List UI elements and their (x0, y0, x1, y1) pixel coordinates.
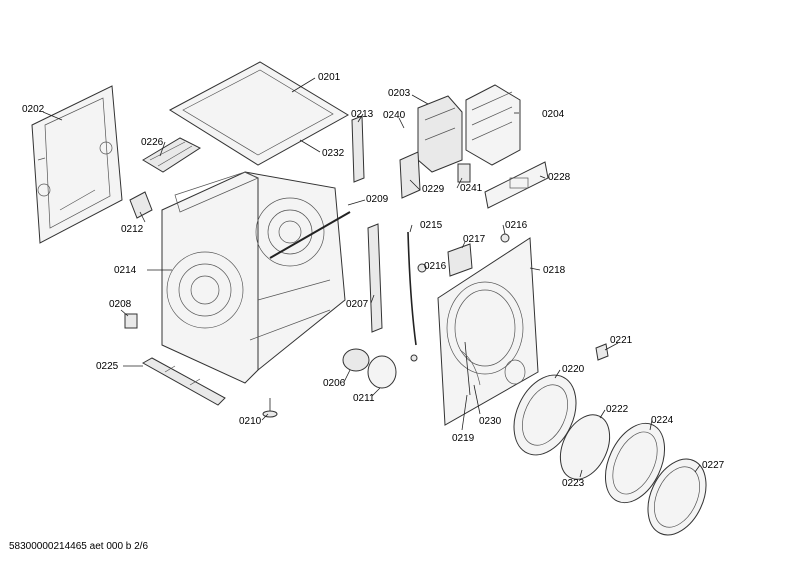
part-door-ring-inner (513, 374, 577, 456)
label-0227: 0227 (702, 460, 725, 471)
label-0215: 0215 (420, 220, 443, 231)
part-0211 (367, 355, 397, 389)
part-0221 (595, 343, 609, 361)
part-top-cover (169, 61, 349, 166)
label-0209: 0209 (366, 194, 389, 205)
label-0221: 0221 (610, 335, 633, 346)
label-0207: 0207 (346, 299, 369, 310)
label-0224: 0224 (651, 415, 674, 426)
label-0210: 0210 (239, 416, 262, 427)
label-0225: 0225 (96, 361, 119, 372)
label-0226: 0226 (141, 137, 164, 148)
part-drawer-holder (142, 137, 202, 173)
part-0208 (124, 313, 138, 329)
label-0222: 0222 (606, 404, 629, 415)
part-0212 (129, 191, 153, 219)
label-0203: 0203 (388, 88, 411, 99)
part-pump (342, 348, 370, 372)
part-rear-panel (31, 85, 123, 244)
label-0230: 0230 (479, 416, 502, 427)
label-0216-a: 0216 (505, 220, 528, 231)
label-0216-b: 0216 (424, 261, 447, 272)
label-0218: 0218 (543, 265, 566, 276)
label-0219: 0219 (452, 433, 475, 444)
part-base-rail (141, 357, 226, 406)
part-0207 (367, 223, 383, 333)
label-0232: 0232 (322, 148, 345, 159)
label-0220: 0220 (562, 364, 585, 375)
part-rod (269, 211, 351, 259)
part-front-panel (437, 237, 539, 426)
part-foot (262, 398, 278, 418)
part-control-bracket (399, 95, 463, 199)
part-0241 (457, 163, 471, 183)
part-electronics-module (465, 84, 521, 166)
part-0216 (410, 233, 510, 362)
label-0229: 0229 (422, 184, 445, 195)
part-0213 (351, 115, 365, 183)
label-0204: 0204 (542, 109, 565, 120)
label-0213: 0213 (351, 109, 374, 120)
label-0223: 0223 (562, 478, 585, 489)
label-0206: 0206 (323, 378, 346, 389)
label-0217: 0217 (463, 234, 486, 245)
label-0240: 0240 (383, 110, 406, 121)
part-0219-0230 (459, 341, 481, 396)
label-0214: 0214 (114, 265, 137, 276)
callout-labels: 0201 0202 0203 0204 0206 0207 0208 0209 … (22, 72, 725, 489)
label-0241: 0241 (460, 183, 483, 194)
label-0208: 0208 (109, 299, 132, 310)
part-door-trim (647, 458, 707, 536)
label-0228: 0228 (548, 172, 571, 183)
label-0201: 0201 (318, 72, 341, 83)
part-door-ring-outer (604, 422, 666, 504)
leader-lines (42, 77, 701, 478)
document-footer: 58300000214465 aet 000 b 2/6 (9, 541, 149, 552)
label-0212: 0212 (121, 224, 144, 235)
part-door-glass (559, 414, 611, 480)
label-0211: 0211 (353, 393, 375, 404)
part-0217 (447, 243, 473, 277)
label-0202: 0202 (22, 104, 45, 115)
part-cabinet (161, 171, 346, 384)
part-0215 (407, 231, 417, 346)
part-fascia (484, 161, 549, 209)
